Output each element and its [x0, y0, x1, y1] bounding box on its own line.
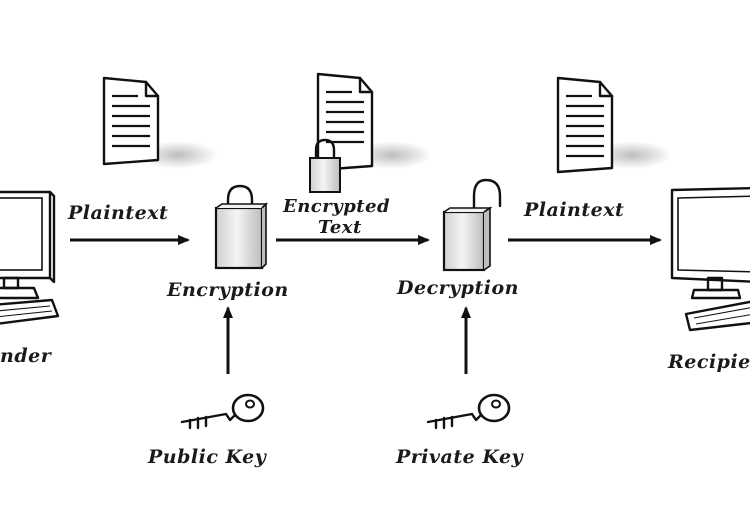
padlock-open-icon [442, 178, 502, 272]
sender-computer-icon [0, 190, 60, 325]
encrypted-document-icon [316, 72, 432, 172]
private-key-icon [426, 393, 511, 430]
decryption-label: Decryption [396, 277, 519, 299]
padlock-closed-icon [214, 184, 268, 270]
public-key-label: Public Key [147, 446, 268, 468]
plaintext-document-icon [102, 76, 218, 169]
recipient-computer-icon [670, 187, 750, 332]
public-key-icon [180, 393, 265, 430]
encryption-label: Encryption [166, 279, 289, 301]
recipient-label: Recipie [667, 351, 750, 373]
encrypted-text-label-line1: Encrypted [282, 196, 390, 217]
encrypted-text-label-line2: Text [318, 217, 362, 238]
small-padlock-closed-icon [309, 138, 341, 193]
plaintext-out-label: Plaintext [523, 199, 624, 221]
sender-label: nder [0, 345, 53, 367]
plaintext-in-label: Plaintext [67, 202, 168, 224]
decrypted-document-icon [556, 76, 672, 174]
private-key-label: Private Key [395, 446, 525, 468]
